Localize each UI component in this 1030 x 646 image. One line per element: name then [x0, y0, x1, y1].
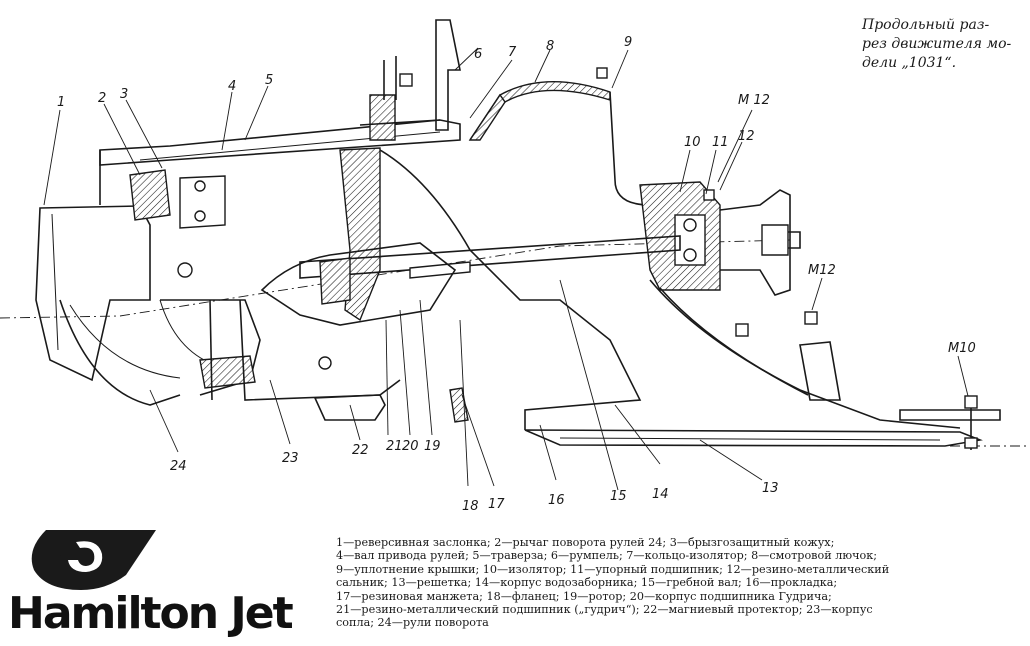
legend-line: 17—резиновая манжета; 18—фланец; 19—рото… — [336, 589, 832, 603]
legend-line: 21—резино-металлический подшипник („гудр… — [336, 603, 873, 617]
legend-line: 9—уплотнение крышки; 10—изолятор; 11—упо… — [336, 562, 890, 576]
title-line: Продольный раз- — [862, 17, 990, 33]
callout-12: 12 — [738, 129, 755, 144]
bolt-m12-mid — [735, 311, 818, 337]
splash-cover — [129, 169, 171, 221]
callout-9: 9 — [624, 35, 632, 50]
callout-13: 13 — [762, 481, 779, 496]
intake-grid — [524, 429, 983, 447]
propeller-shaft — [299, 235, 681, 279]
parts-legend: 1—реверсивная заслонка; 2—рычаг поворота… — [336, 536, 1026, 630]
callout-6: 6 — [474, 47, 482, 62]
steering-rudders — [59, 299, 181, 406]
tiller — [435, 19, 461, 131]
callout-3: 3 — [120, 87, 128, 102]
callout-5: 5 — [265, 73, 273, 88]
title-line: дели „1031“. — [862, 55, 957, 71]
callout-1: 1 — [57, 95, 65, 110]
callout-7: 7 — [508, 45, 517, 60]
callout-19: 19 — [424, 439, 441, 454]
legend-line: сальник; 13—решетка; 14—корпус водозабор… — [336, 576, 838, 590]
callout-2: 2 — [98, 91, 106, 106]
inspection-hatch — [498, 81, 611, 103]
callout-m12-top: M 12 — [738, 93, 770, 108]
title-line: рез движителя мо- — [862, 36, 1012, 52]
callout-23: 23 — [282, 451, 299, 466]
callout-21: 21 — [386, 439, 403, 454]
figure-title: Продольный раз- рез движителя мо- дели „… — [862, 16, 1027, 73]
legend-line: 4—вал привода рулей; 5—траверза; 6—румпе… — [336, 549, 877, 563]
rotor — [260, 242, 457, 326]
magnesium-protector — [313, 394, 386, 421]
callout-16: 16 — [548, 493, 565, 508]
callout-4: 4 — [228, 79, 236, 94]
callout-11: 11 — [712, 135, 729, 150]
callout-24: 24 — [170, 459, 187, 474]
logo-wordmark: Hamilton Jet — [8, 588, 294, 639]
callout-10: 10 — [684, 135, 701, 150]
bolt-m10 — [964, 395, 978, 450]
callout-20: 20 — [402, 439, 419, 454]
callout-14: 14 — [652, 487, 669, 502]
callout-17: 17 — [488, 497, 505, 512]
callout-m12-mid: M12 — [808, 263, 836, 278]
legend-line: 1—реверсивная заслонка; 2—рычаг поворота… — [336, 536, 835, 549]
leader-lines — [43, 47, 969, 491]
legend-line: сопла; 24—рули поворота — [336, 616, 489, 630]
callout-15: 15 — [610, 489, 627, 504]
callout-18: 18 — [462, 499, 479, 514]
callout-22: 22 — [352, 443, 369, 458]
hamilton-jet-logo — [31, 530, 156, 590]
traverse — [99, 119, 461, 166]
callout-m10: M10 — [948, 341, 976, 356]
callout-8: 8 — [546, 39, 554, 54]
